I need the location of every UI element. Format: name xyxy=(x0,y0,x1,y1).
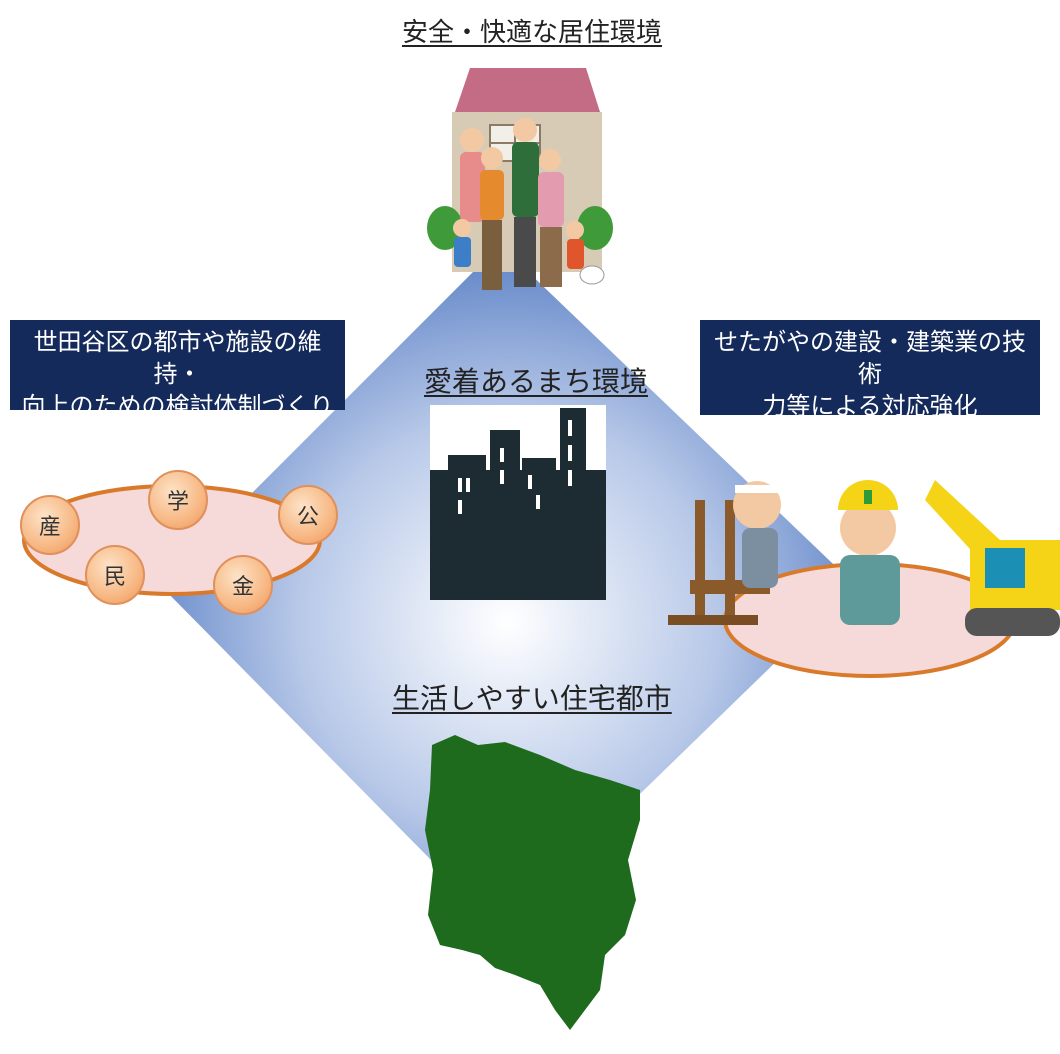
left-info-box: 世田谷区の都市や施設の維持・ 向上のための検討体制づくり xyxy=(10,320,345,420)
bottom-title: 生活しやすい住宅都市 xyxy=(392,682,672,715)
stakeholder-public: 公 xyxy=(278,485,338,545)
setagaya-ward-map xyxy=(425,735,640,1030)
right-box-line-2: 力等による対応強化 xyxy=(762,392,978,420)
center-title: 愛着あるまち環境 xyxy=(424,365,649,398)
right-info-box: せたがやの建設・建築業の技術 力等による対応強化 xyxy=(700,320,1040,420)
house-family-illustration xyxy=(427,68,613,290)
stakeholder-academia: 学 xyxy=(148,470,208,530)
stakeholder-industry: 産 xyxy=(20,495,80,555)
top-title: 安全・快適な居住環境 xyxy=(402,18,663,48)
left-box-line-1: 世田谷区の都市や施設の維持・ xyxy=(33,328,322,388)
builders-illustration xyxy=(668,480,1060,636)
right-box-line-1: せたがやの建設・建築業の技術 xyxy=(714,328,1026,388)
city-buildings-illustration xyxy=(430,405,606,600)
stakeholder-finance: 金 xyxy=(213,555,273,615)
stakeholder-citizens: 民 xyxy=(85,545,145,605)
left-box-line-2: 向上のための検討体制づくり xyxy=(21,392,334,420)
